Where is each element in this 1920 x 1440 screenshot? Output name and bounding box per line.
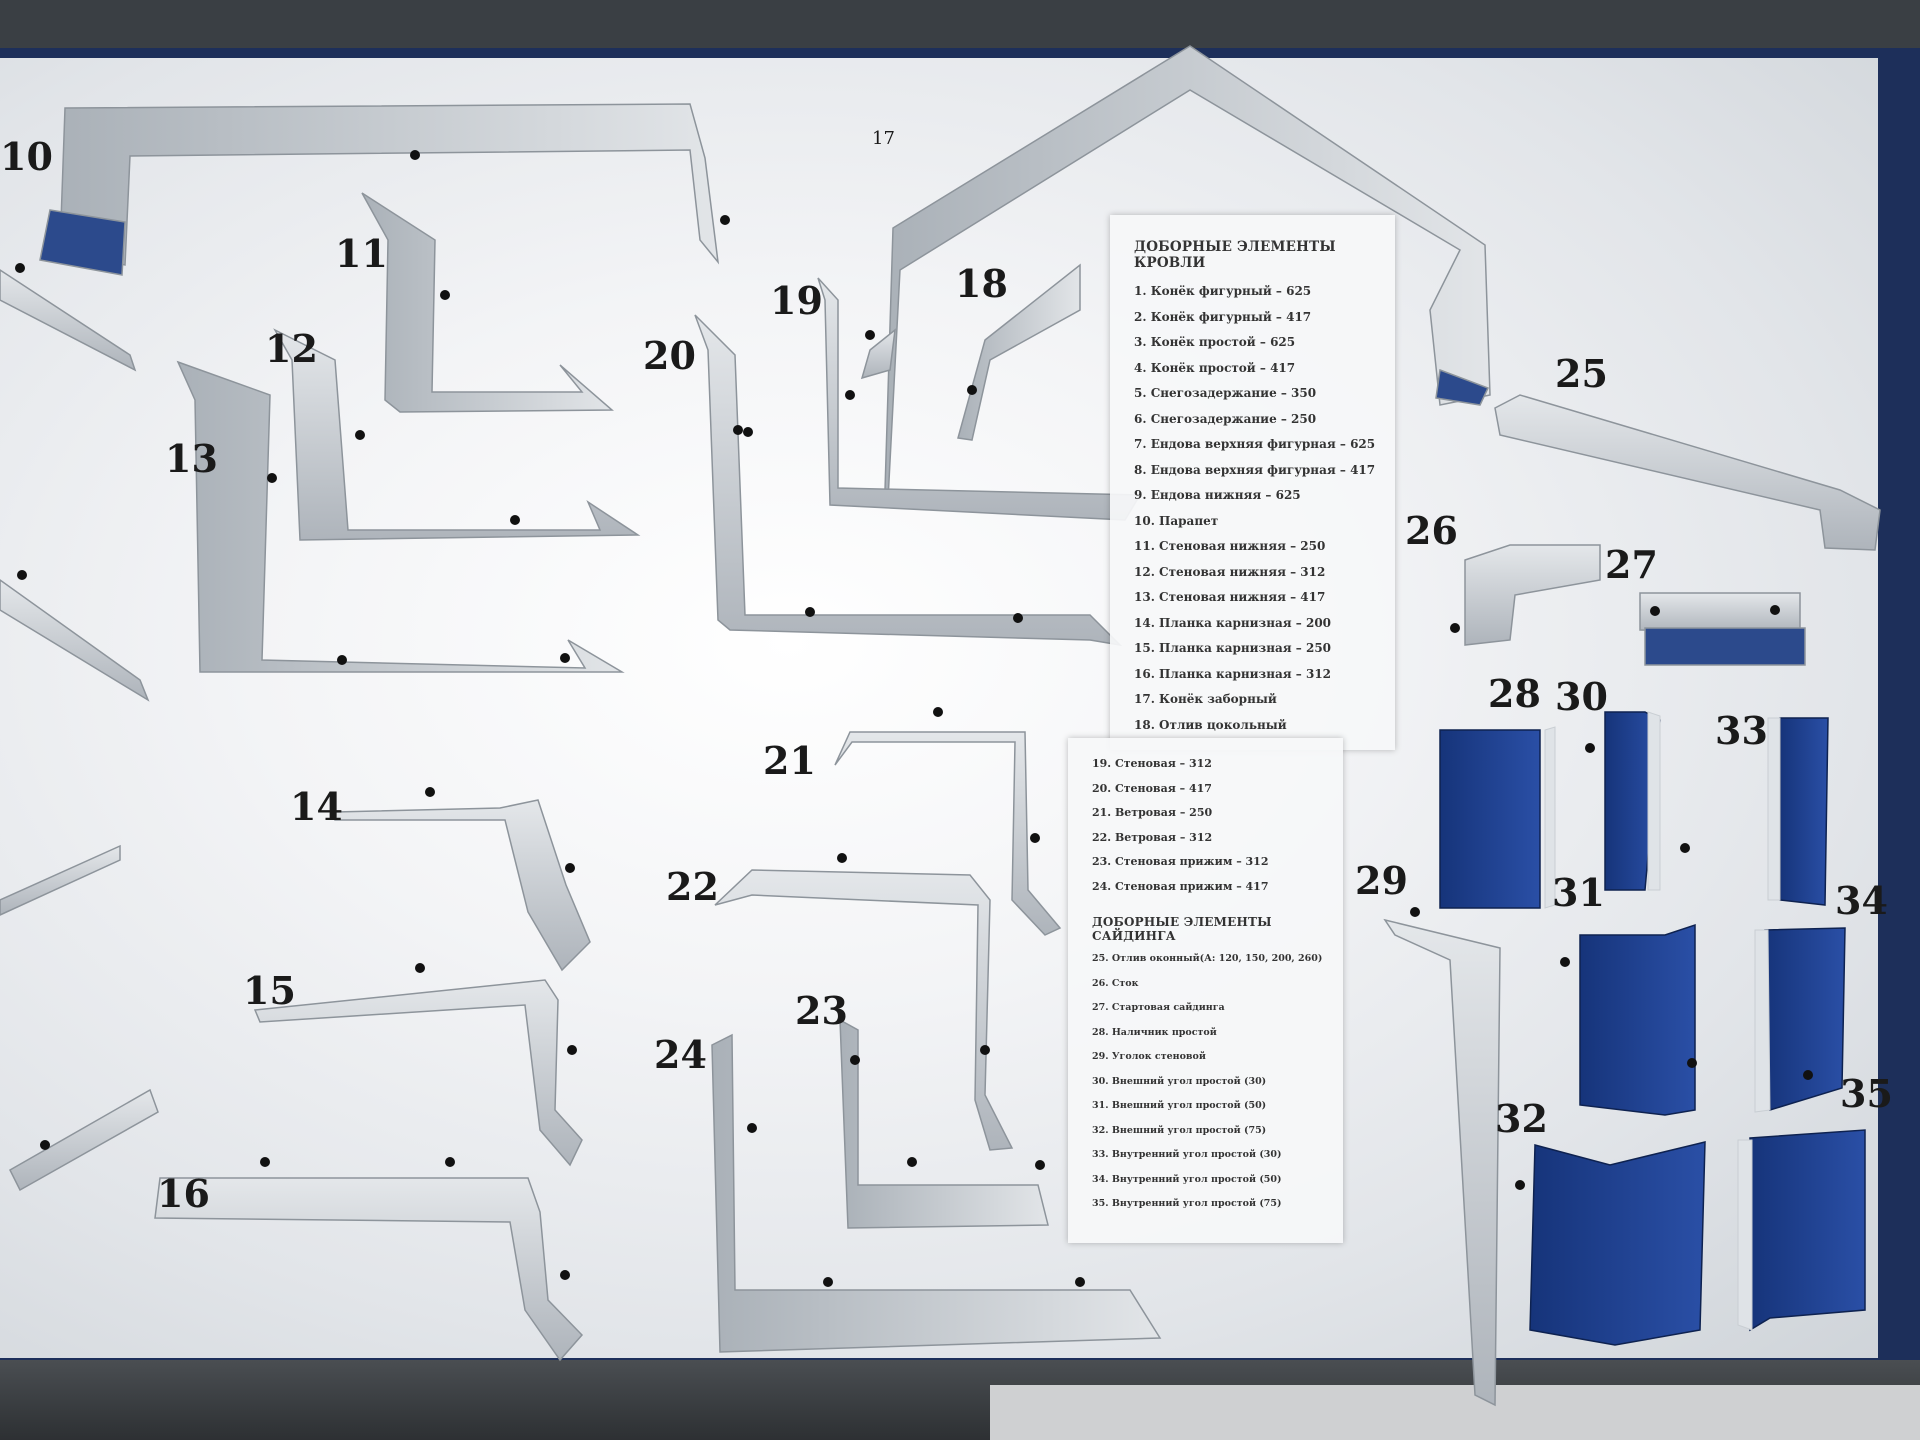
- profile-28: [1439, 729, 1541, 909]
- list-item: 31. Внешний угол простой (50): [1092, 1100, 1267, 1111]
- label-31: 31: [1552, 870, 1605, 915]
- list-item: 2. Конёк фигурный – 417: [1134, 309, 1312, 324]
- list-item: 14. Планка карнизная – 200: [1134, 615, 1332, 630]
- list-item: 23. Стеновая прижим – 312: [1092, 855, 1269, 868]
- label-32: 32: [1495, 1096, 1548, 1141]
- roof-items-list: 1. Конёк фигурный – 625 2. Конёк фигурны…: [1126, 279, 1379, 738]
- label-13: 13: [165, 436, 218, 481]
- list-item: 33. Внутренний угол простой (30): [1092, 1149, 1282, 1160]
- profile-32: [1529, 1141, 1706, 1346]
- label-17: 17: [872, 128, 895, 149]
- list-item: 16. Планка карнизная – 312: [1134, 666, 1332, 681]
- list-item: 10. Парапет: [1134, 513, 1219, 528]
- label-16: 16: [157, 1171, 210, 1216]
- label-15: 15: [243, 968, 296, 1013]
- profile-24: [711, 1033, 1162, 1353]
- profile-18: [957, 263, 1081, 441]
- roof-sheet-title: ДОБОРНЫЕ ЭЛЕМЕНТЫ КРОВЛИ: [1134, 239, 1336, 271]
- label-28: 28: [1488, 671, 1541, 716]
- profile-35: [1749, 1129, 1866, 1332]
- list-item: 3. Конёк простой – 625: [1134, 335, 1296, 349]
- list-item: 18. Отлив цокольный: [1134, 717, 1287, 732]
- list-item: 24. Стеновая прижим – 417: [1092, 879, 1269, 893]
- list-item: 17. Конёк заборный: [1134, 692, 1277, 706]
- profile-23: [839, 1018, 1049, 1229]
- profile-13: [176, 360, 625, 673]
- profile-29: [1383, 918, 1501, 1407]
- list-item: 28. Наличник простой: [1092, 1026, 1217, 1038]
- list-item: 12. Стеновая нижняя – 312: [1134, 564, 1326, 579]
- profile-31: [1579, 923, 1696, 1116]
- list-item: 11. Стеновая нижняя – 250: [1134, 539, 1326, 553]
- list-item: 25. Отлив оконный(А: 120, 150, 200, 260): [1092, 953, 1323, 964]
- floor-light-area: [990, 1385, 1920, 1440]
- profile-22: [714, 869, 1014, 1151]
- label-23: 23: [795, 988, 848, 1033]
- siding-sheet-title: ДОБОРНЫЕ ЭЛЕМЕНТЫ САЙДИНГА: [1092, 915, 1272, 943]
- label-24: 24: [654, 1032, 707, 1077]
- label-29: 29: [1355, 858, 1408, 903]
- label-14: 14: [290, 784, 343, 829]
- label-18: 18: [955, 261, 1008, 306]
- label-30: 30: [1555, 674, 1608, 719]
- list-item: 8. Ендова верхняя фигурная – 417: [1134, 462, 1376, 477]
- list-item: 20. Стеновая – 417: [1092, 781, 1212, 795]
- label-11: 11: [335, 231, 388, 276]
- profile-34: [1764, 927, 1846, 1112]
- list-item: 34. Внутренний угол простой (50): [1092, 1173, 1282, 1185]
- list-item: 22. Ветровая – 312: [1092, 830, 1213, 844]
- list-item: 26. Сток: [1092, 977, 1139, 989]
- list-item: 9. Ендова нижняя – 625: [1134, 488, 1301, 502]
- list-item: 27. Стартовая сайдинга: [1092, 1002, 1225, 1013]
- list-item: 30. Внешний угол простой (30): [1092, 1075, 1267, 1087]
- siding-elements-sheet: 19. Стеновая – 312 20. Стеновая – 417 21…: [1068, 738, 1343, 1243]
- profile-26: [1464, 544, 1601, 646]
- profile-12: [273, 328, 641, 541]
- label-26: 26: [1405, 508, 1458, 553]
- list-item: 35. Внутренний угол простой (75): [1092, 1198, 1282, 1209]
- label-21: 21: [763, 738, 816, 783]
- label-22: 22: [666, 864, 719, 909]
- label-12: 12: [265, 326, 318, 371]
- list-item: 7. Ендова верхняя фигурная – 625: [1134, 437, 1376, 451]
- roof-elements-sheet: ДОБОРНЫЕ ЭЛЕМЕНТЫ КРОВЛИ 1. Конёк фигурн…: [1110, 215, 1395, 750]
- siding-items-list: 19. Стеновая – 312 20. Стеновая – 417 21…: [1084, 752, 1327, 899]
- profile-14: [334, 799, 591, 972]
- profile-16: [154, 1177, 584, 1362]
- siding-items-list-2: 25. Отлив оконный(А: 120, 150, 200, 260)…: [1084, 947, 1327, 1217]
- profile-25: [1494, 394, 1881, 551]
- label-20: 20: [643, 333, 696, 378]
- profile-21: [834, 731, 1062, 936]
- profile-15: [253, 979, 583, 1167]
- label-10: 10: [0, 134, 53, 179]
- list-item: 1. Конёк фигурный – 625: [1134, 284, 1312, 298]
- list-item: 4. Конёк простой – 417: [1134, 360, 1296, 375]
- profile-11: [361, 192, 614, 413]
- list-item: 19. Стеновая – 312: [1092, 757, 1212, 770]
- label-35: 35: [1840, 1071, 1893, 1116]
- label-33: 33: [1715, 708, 1768, 753]
- list-item: 29. Уголок стеновой: [1092, 1051, 1206, 1062]
- list-item: 5. Снегозадержание – 350: [1134, 386, 1317, 400]
- list-item: 6. Снегозадержание – 250: [1134, 411, 1317, 426]
- label-27: 27: [1605, 542, 1658, 587]
- list-item: 21. Ветровая – 250: [1092, 806, 1213, 819]
- label-25: 25: [1555, 351, 1608, 396]
- list-item: 32. Внешний угол простой (75): [1092, 1124, 1267, 1136]
- label-19: 19: [770, 278, 823, 323]
- profile-20: [694, 314, 1123, 647]
- list-item: 13. Стеновая нижняя – 417: [1134, 590, 1326, 604]
- label-34: 34: [1835, 878, 1888, 923]
- list-item: 15. Планка карнизная – 250: [1134, 641, 1332, 655]
- profile-33: [1779, 717, 1829, 906]
